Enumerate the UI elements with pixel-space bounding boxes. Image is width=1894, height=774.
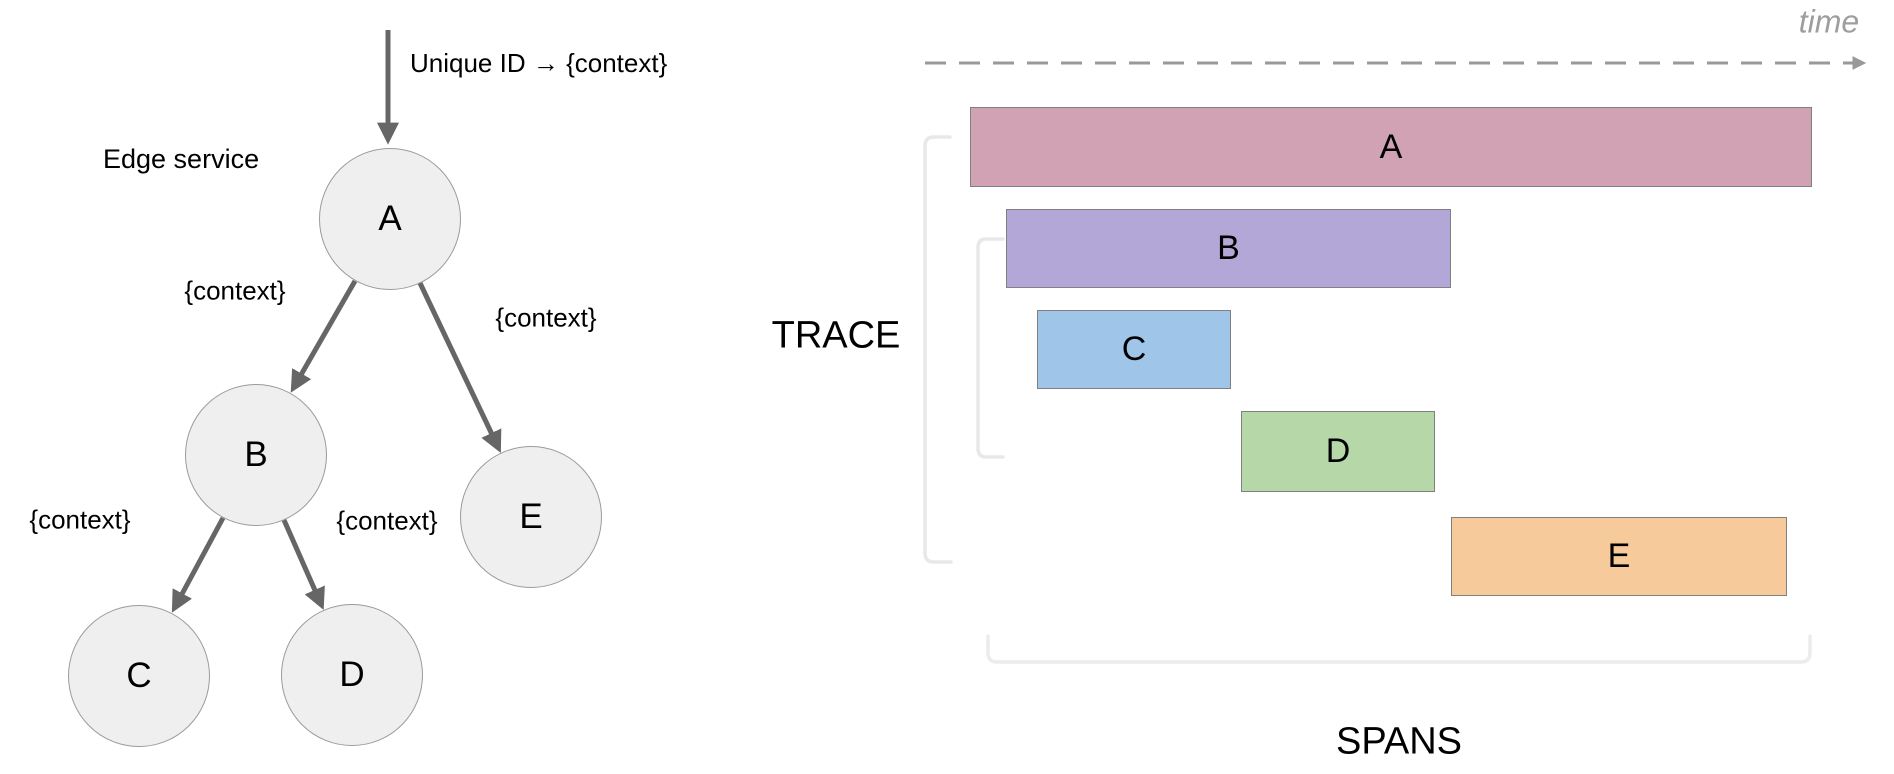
tree-node-a: A bbox=[319, 148, 461, 290]
span-bar-e: E bbox=[1451, 517, 1787, 596]
tree-node-e: E bbox=[460, 446, 602, 588]
tree-node-e-label: E bbox=[519, 497, 543, 536]
span-bar-d-label: D bbox=[1325, 432, 1351, 470]
tree-node-a-label: A bbox=[378, 199, 402, 238]
spans-label: SPANS bbox=[1335, 720, 1463, 763]
edge-label-b-d: {context} bbox=[336, 505, 438, 536]
span-bar-d: D bbox=[1241, 411, 1435, 492]
span-bar-b-label: B bbox=[1217, 229, 1240, 267]
edge-label-b-c: {context} bbox=[29, 504, 131, 535]
edge-service-label: Edge service bbox=[103, 144, 260, 174]
trace-label: TRACE bbox=[771, 314, 901, 357]
tree-node-b-label: B bbox=[244, 435, 268, 474]
tree-node-d-label: D bbox=[339, 655, 365, 694]
tree-node-c: C bbox=[68, 605, 210, 747]
tree-node-c-label: C bbox=[126, 656, 152, 695]
span-bar-b: B bbox=[1006, 209, 1451, 288]
span-bar-a: A bbox=[970, 107, 1812, 187]
span-bar-c: C bbox=[1037, 310, 1231, 389]
arrow-a-to-e bbox=[417, 281, 502, 453]
trace-bracket bbox=[923, 135, 953, 564]
span-bar-e-label: E bbox=[1607, 537, 1631, 575]
unique-id-context-label: Unique ID → {context} bbox=[410, 48, 668, 78]
arrow-b-to-d bbox=[281, 518, 325, 611]
time-axis-label: time bbox=[1798, 3, 1860, 40]
tree-node-d: D bbox=[281, 604, 423, 746]
arrow-b-to-c bbox=[171, 516, 226, 613]
span-bar-a-label: A bbox=[1379, 127, 1403, 166]
edge-label-a-b: {context} bbox=[184, 275, 286, 306]
span-bar-c-label: C bbox=[1121, 330, 1147, 368]
edge-label-a-e: {context} bbox=[495, 302, 597, 333]
spans-bracket bbox=[986, 634, 1812, 664]
tree-node-b: B bbox=[185, 384, 327, 526]
arrow-a-to-b bbox=[290, 279, 358, 393]
subtrace-bracket bbox=[976, 237, 1005, 459]
